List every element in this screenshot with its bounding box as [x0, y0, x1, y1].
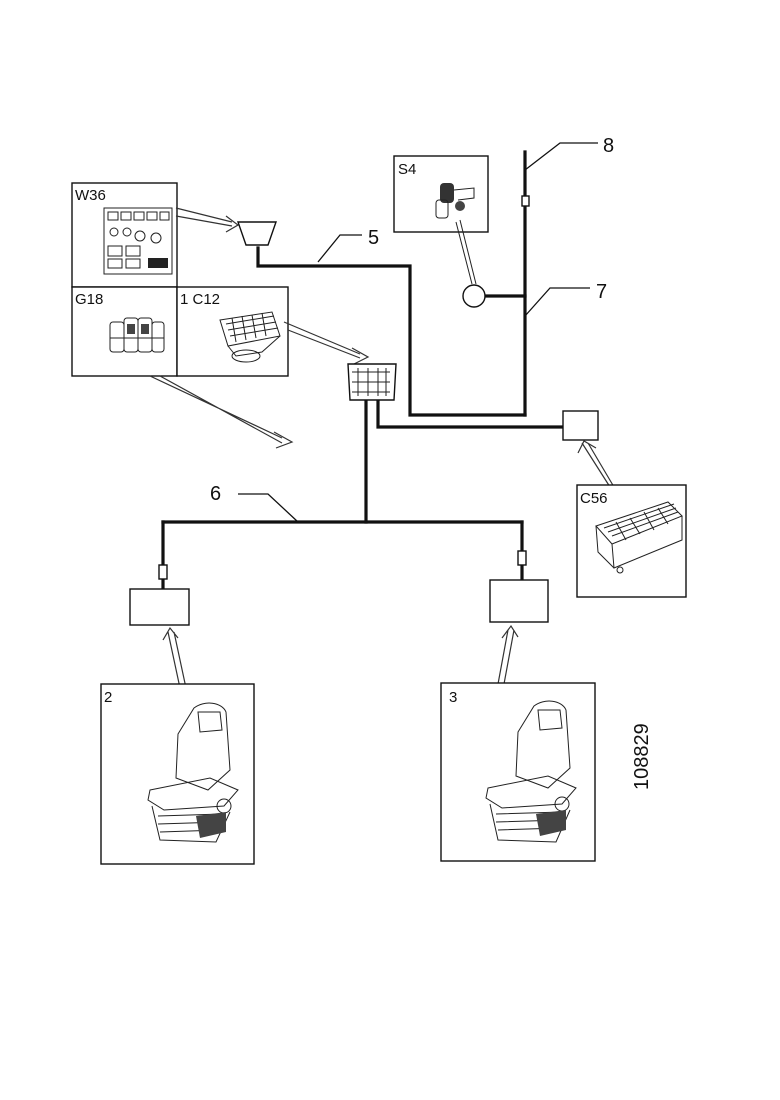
label-g18: G18	[75, 291, 103, 308]
document-id: 108829	[631, 723, 653, 790]
seat-control-box-left	[129, 588, 190, 626]
callout-8: 8	[603, 135, 614, 157]
label-s4: S4	[398, 161, 416, 178]
connector-left	[158, 564, 168, 580]
callout-6: 6	[210, 483, 221, 505]
callout-5: 5	[368, 227, 379, 249]
s4-leader	[455, 219, 477, 285]
connector-right	[517, 550, 527, 566]
seat-3-box: 3	[440, 682, 596, 862]
seat-3-frame	[440, 682, 596, 862]
control-unit-box	[237, 221, 277, 246]
c56-frame	[576, 484, 687, 598]
callout-leaders	[238, 142, 598, 523]
w36-panel-icon	[103, 207, 173, 275]
s4-box: S4	[393, 155, 489, 285]
c56-relay-icon	[595, 501, 683, 574]
label-c56: C56	[580, 490, 608, 507]
seat-control-box-right	[489, 579, 549, 623]
label-seat-3: 3	[449, 689, 457, 706]
seat-2-box: 2	[100, 683, 255, 865]
c56-unit-box	[562, 410, 599, 441]
seat-left-arrow	[162, 626, 187, 689]
panel-arrows	[149, 207, 370, 449]
seat-2-frame	[100, 683, 255, 865]
callout-7: 7	[596, 281, 607, 303]
c56-box: C56	[576, 484, 687, 598]
seat-right-arrow	[497, 624, 519, 685]
central-connector	[347, 363, 397, 401]
c56-arrow	[577, 440, 615, 488]
wire-5	[256, 246, 527, 417]
connector-top	[521, 195, 530, 207]
c12-connector-icon	[219, 311, 281, 363]
wire-c56	[376, 398, 565, 429]
label-c12: 1 C12	[180, 291, 220, 308]
seat-icon	[147, 702, 239, 843]
label-seat-2: 2	[104, 689, 112, 706]
label-w36: W36	[75, 187, 106, 204]
g18-relay-icon	[109, 317, 165, 353]
switch-icon	[435, 183, 475, 219]
component-panel: W36 G18 1 C12	[71, 182, 289, 377]
switch-node	[462, 284, 486, 308]
seat-icon	[485, 700, 577, 843]
c12-frame	[176, 286, 289, 377]
